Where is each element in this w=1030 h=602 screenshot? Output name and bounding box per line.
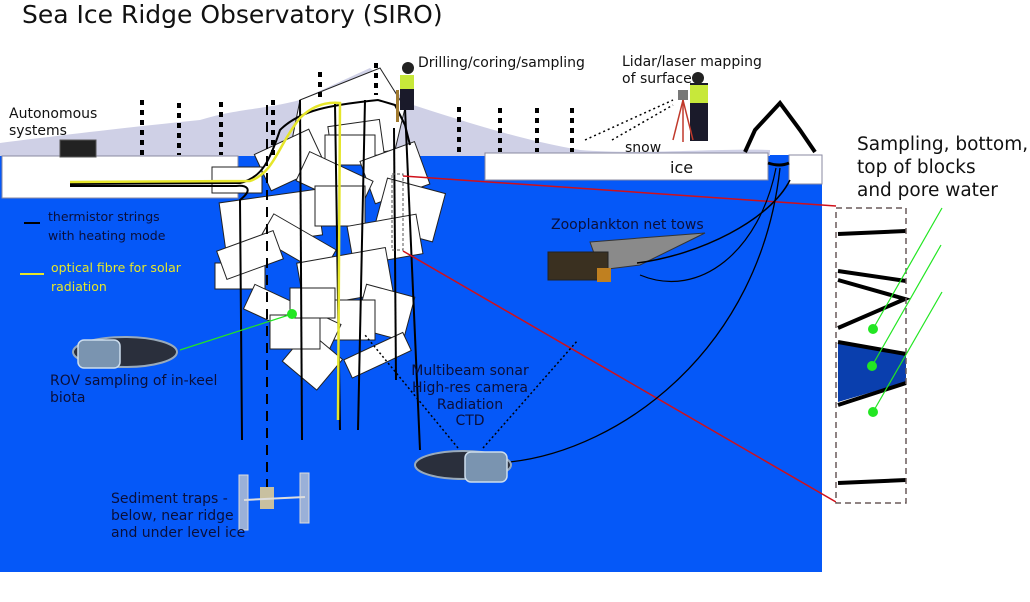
zoom-link-top	[402, 175, 837, 207]
snow-stakes	[140, 63, 574, 155]
tent	[743, 99, 817, 154]
lidar-person	[672, 72, 708, 142]
label-sampling: Sampling, bottom, top of blocks and pore…	[857, 134, 1029, 202]
ice-block-by-tent	[788, 154, 823, 185]
label-zooplankton: Zooplankton net tows	[551, 217, 704, 233]
tent-hole	[767, 161, 790, 167]
sediment-traps	[238, 472, 310, 531]
lidar-beams	[584, 99, 674, 141]
label-lidar: Lidar/laser mapping of surface	[622, 54, 762, 87]
label-snow: snow	[625, 140, 662, 156]
zooplankton-net	[547, 179, 791, 282]
label-drilling: Drilling/coring/sampling	[418, 55, 585, 71]
rov-sensors	[414, 450, 512, 483]
label-autonomous-systems: Autonomous systems	[9, 106, 98, 139]
autonomous-system-unit	[59, 139, 97, 158]
rov-in-keel	[72, 336, 178, 369]
core-detail	[835, 207, 911, 504]
label-sediment-traps: Sediment traps - below, near ridge and u…	[111, 491, 246, 541]
label-rov-keel: ROV sampling of in-keel biota	[50, 373, 218, 406]
legend-thermistor: thermistor strings with heating mode	[48, 209, 166, 244]
level-ice-left	[1, 155, 239, 199]
hole-line	[639, 167, 777, 283]
label-ice: ice	[670, 158, 694, 177]
rov-tether	[509, 167, 781, 463]
zoom-link-bottom	[402, 250, 837, 503]
page-title: Sea Ice Ridge Observatory (SIRO)	[22, 0, 443, 29]
optical-fibre	[69, 101, 342, 421]
legend-fibre: optical fibre for solar radiation	[51, 260, 181, 295]
sample-pointers	[867, 207, 943, 417]
level-ice-right	[484, 152, 769, 181]
keel-sample-point	[287, 309, 297, 319]
rov-keel-pointer	[179, 313, 293, 351]
label-rov-sensors: Multibeam sonar High-res camera Radiatio…	[411, 363, 529, 430]
drilling-person	[396, 62, 414, 122]
sonar-beams	[364, 334, 579, 449]
core-location-box	[391, 173, 404, 251]
